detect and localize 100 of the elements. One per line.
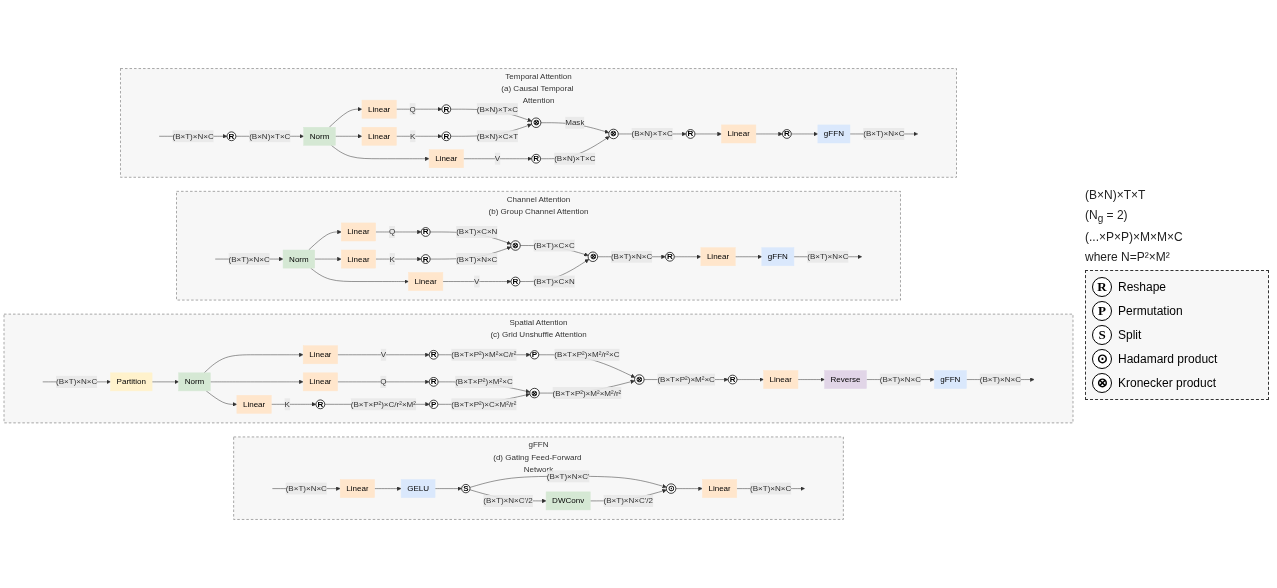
edge-label: (B×T)×C×C [533,241,575,250]
legend-label: Reshape [1118,280,1167,295]
shape-annotation: (N$_{g}$ = 2) [1085,207,1129,225]
edge-label: K [284,399,290,409]
edge-label: V [474,277,480,286]
node-circle: R [665,251,675,262]
edge-label: Mask [565,118,585,127]
edge-label: (B×N)×T×C [631,129,673,138]
legend-label: Kronecker product [1118,376,1217,391]
node-box: Linear [302,345,338,365]
node-box: Norm [303,127,336,146]
operator-symbol: R [1092,277,1112,298]
node-box: DWConv [545,491,591,511]
edge-label: (B×T)×N×C'/2 [483,496,533,505]
node-circle: R [420,254,431,264]
edge-label: V [380,350,387,359]
node-box: Linear [721,124,757,144]
edge-label: (B×T)×N×C [979,375,1021,384]
edge-label: Q [409,104,416,114]
node-circle: R [441,104,452,114]
node-box: Linear [361,99,397,119]
edge-label: (B×T)×N×C [285,484,327,493]
node-circle: R [428,377,439,387]
node-box: Norm [178,372,211,392]
edge-label: (B×T)×N×C [456,254,498,264]
node-box: Norm [282,249,315,269]
node-circle: R [727,374,738,385]
node-circle: R [315,399,326,410]
node-circle: ⊗ [634,374,645,385]
node-circle: R [441,131,452,142]
node-box: Linear [302,372,338,392]
legend-label: Hadamard product [1118,352,1218,367]
node-box: gFFN [761,247,795,267]
edge-label: (B×T×P²)×M²×C [657,375,715,384]
node-circle: R [531,153,541,164]
node-circle: P [429,399,439,409]
legend-label: Permutation [1118,304,1183,319]
shape-annotation: where N=P²×M² [1085,250,1171,265]
node-circle: R [226,131,237,142]
node-box: Reverse [824,370,867,389]
edge-label: (B×T×P²)×M²×C/r² [451,350,517,359]
edge-label: (B×T)×N×C [610,252,653,261]
edge-label: (B×N)×T×C [249,131,291,141]
node-box: Linear [361,127,397,146]
operator-symbol: P [1092,301,1112,322]
edge-label: (B×T)×N×C [228,254,270,264]
edge-label: (B×T×P²)×M²×M²/r² [552,388,622,398]
node-circle: R [685,129,696,139]
edge-label: (B×T×P²)×M²×C [455,377,513,386]
node-box: Linear [341,222,376,242]
node-box: Linear [236,395,272,414]
edge-label: (B×T×P²)×C/r²×M² [350,399,416,409]
legend-label: Split [1118,328,1142,343]
edge-label: (B×N)×C×T [476,131,519,141]
edge-label: (B×T)×N×C [56,377,98,386]
edge-label: (B×T)×C×N [456,227,498,236]
edge-label: K [410,131,416,141]
node-circle: S [461,484,471,494]
node-circle: ⊗ [530,117,542,128]
node-box: Linear [408,272,444,291]
edge-label: (B×N)×T×C [476,104,519,114]
node-circle: R [782,129,792,139]
node-circle: ⊗ [587,251,598,262]
node-circle: ⊗ [529,387,540,399]
edge-label: V [494,154,501,163]
node-circle: ⊗ [608,128,619,140]
edge-label: (B×T)×N×C [863,129,905,138]
node-box: GELU [400,479,436,498]
edge-label: (B×T)×N×C' [546,471,590,481]
edge-label: (B×T)×N×C [807,252,849,261]
node-circle: R [510,276,521,287]
edge-label: (B×T)×N×C'/2 [603,496,654,505]
node-box: Linear [763,370,799,389]
edge-label: (B×T×P²)×M²/r²×C [554,350,620,359]
node-circle: P [529,350,540,360]
edge-label: (B×N)×T×C [554,154,596,163]
edge-label: Q [388,227,396,236]
edge-label: (B×T)×N×C [750,484,792,493]
node-box: Partition [110,372,153,392]
node-box: Linear [428,149,464,168]
shape-annotation: (...×P×P)×M×M×C [1085,230,1184,245]
node-box: gFFN [934,370,967,389]
node-box: Linear [700,247,736,267]
node-box: Linear [341,249,376,269]
node-box: Linear [339,479,375,498]
edge-label: (B×T×P²)×C×M²/r² [451,399,517,409]
node-box: Linear [702,479,738,498]
edge-label: (B×T)×N×C [172,131,214,141]
node-circle: ⊗ [510,240,521,251]
operator-symbol: ⊙ [1092,349,1112,370]
node-box: gFFN [817,124,851,144]
node-circle: ⊙ [665,483,677,494]
edge-label: K [389,254,395,264]
edge-label: Q [380,377,387,386]
edge-label: (B×T)×C×N [533,277,575,286]
operator-symbol: ⊗ [1092,373,1112,394]
node-circle: R [420,227,431,237]
shape-annotation: (B×N)×T×T [1085,187,1147,202]
operator-symbol: S [1092,325,1112,346]
node-circle: R [428,350,439,360]
